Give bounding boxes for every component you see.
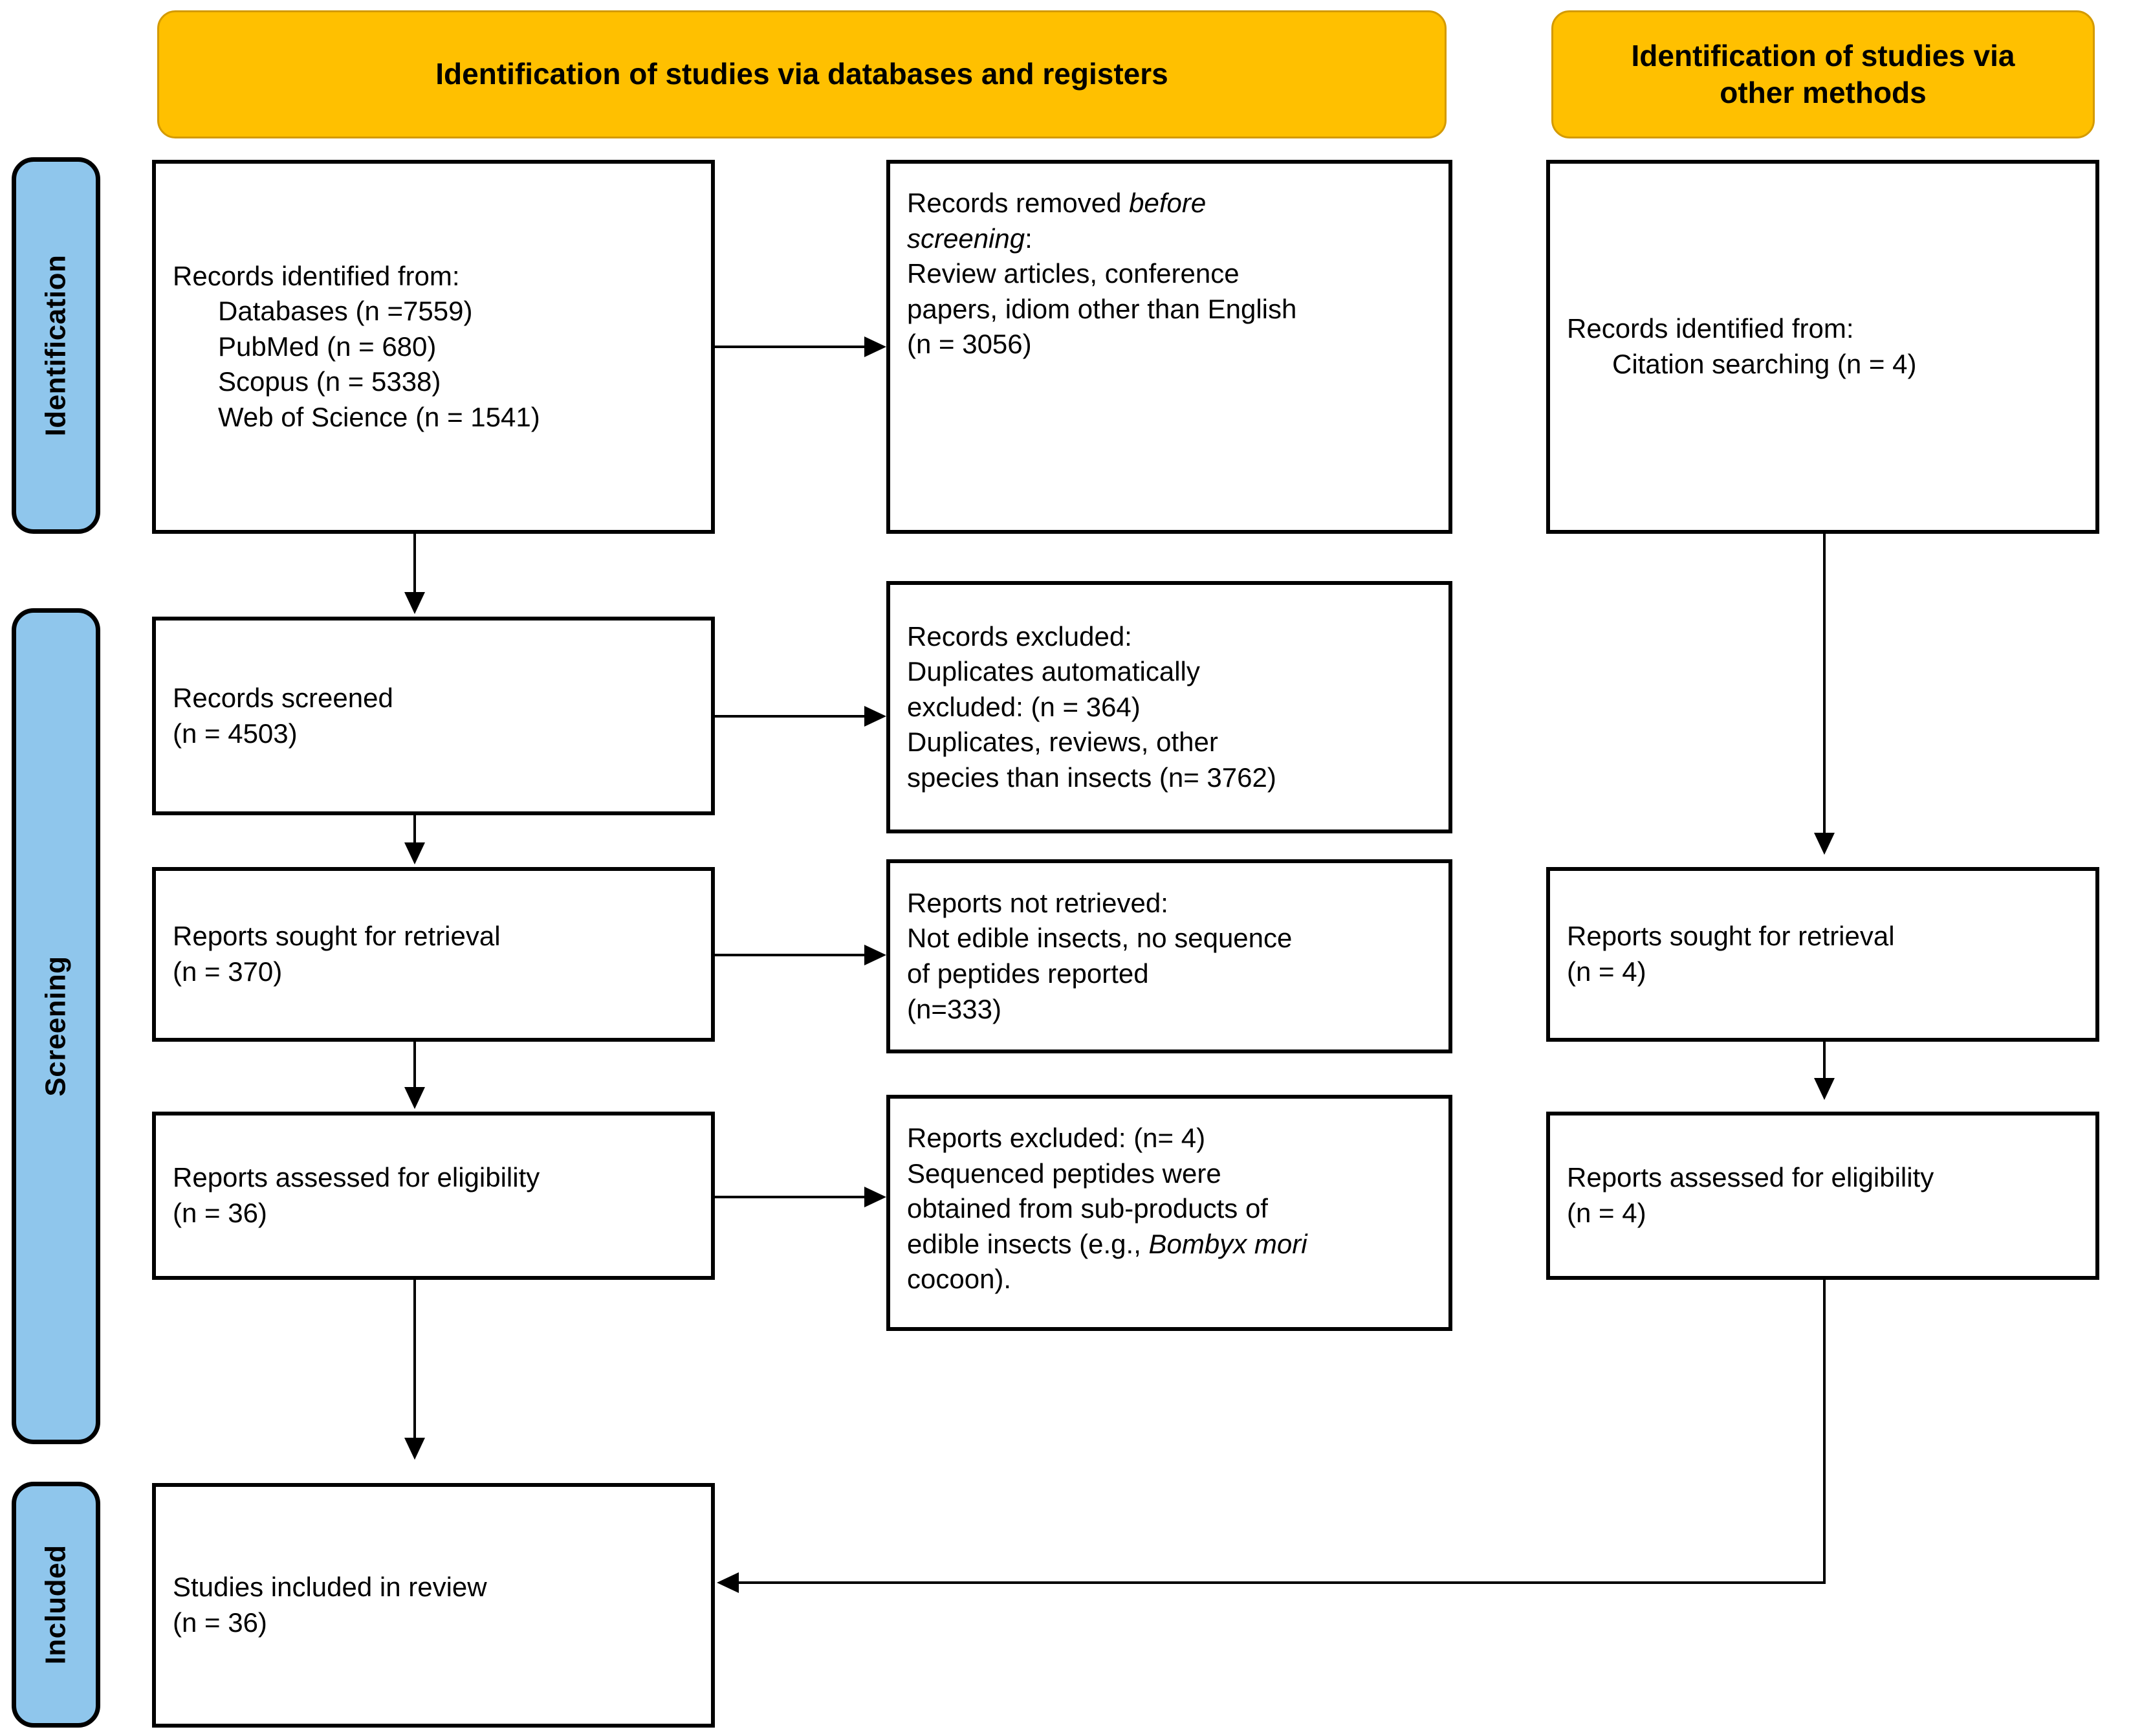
records-removed-line1-prefix: Records removed [907,188,1130,218]
box-records-identified-databases: Records identified from: Databases (n =7… [152,160,715,534]
box-records-identified-other-text: Records identified from: Citation search… [1567,313,1917,379]
box-records-excluded: Records excluded: Duplicates automatical… [886,581,1452,833]
arrowhead-identified-to-screened [404,592,425,614]
reports-excluded-italic-species: Bombyx mori [1148,1228,1307,1259]
reports-excluded-pre: Reports excluded: (n= 4) Sequenced pepti… [907,1123,1268,1259]
stage-label-included: Included [12,1482,100,1728]
connector-other-assessed-down [1823,1280,1826,1583]
box-reports-sought-other-text: Reports sought for retrieval (n = 4) [1567,921,1895,987]
arrowhead-screened-to-excluded [864,706,886,727]
connector-assessed-to-excluded [715,1196,866,1198]
stage-label-identification-text: Identification [39,254,72,437]
arrowhead-other-identified-to-sought [1814,833,1835,855]
arrowhead-identified-to-removed [864,336,886,357]
banner-other-methods: Identification of studies via other meth… [1551,10,2095,138]
connector-identified-to-screened [413,534,416,595]
connector-other-assessed-to-included [739,1581,1826,1584]
box-studies-included-review: Studies included in review (n = 36) [152,1483,715,1728]
arrowhead-assessed-to-included [404,1438,425,1460]
connector-assessed-to-included [413,1280,416,1440]
banner-other-methods-label: Identification of studies via other meth… [1631,38,2015,110]
arrowhead-sought-to-assessed [404,1087,425,1109]
box-reports-not-retrieved: Reports not retrieved: Not edible insect… [886,859,1452,1053]
banner-databases-registers: Identification of studies via databases … [157,10,1447,138]
box-reports-assessed-text: Reports assessed for eligibility (n = 36… [173,1162,540,1228]
records-removed-colon: : [1025,223,1033,254]
stage-label-included-text: Included [39,1544,72,1665]
connector-other-identified-to-sought [1823,534,1826,835]
connector-identified-to-removed [715,346,866,348]
arrowhead-screened-to-sought [404,842,425,864]
box-records-screened-text: Records screened (n = 4503) [173,682,393,749]
stage-label-identification: Identification [12,157,100,534]
box-reports-not-retrieved-text: Reports not retrieved: Not edible insect… [907,887,1293,1024]
stage-label-screening-text: Screening [39,956,72,1097]
records-removed-italic-before: before [1129,188,1207,218]
reports-excluded-post: cocoon). [907,1264,1012,1295]
arrowhead-other-assessed-to-included [717,1572,739,1593]
connector-screened-to-excluded [715,715,866,718]
stage-label-screening: Screening [12,608,100,1444]
records-removed-italic-screening: screening [907,223,1025,254]
box-reports-excluded-text: Reports excluded: (n= 4) Sequenced pepti… [907,1099,1307,1297]
connector-sought-to-assessed [413,1042,416,1090]
box-reports-sought-retrieval: Reports sought for retrieval (n = 370) [152,867,715,1042]
arrowhead-assessed-to-excluded [864,1187,886,1207]
box-records-removed-text: Records removed before screening: Review a… [907,164,1296,362]
arrowhead-other-sought-to-assessed [1814,1078,1835,1100]
arrowhead-sought-to-not-retrieved [864,945,886,965]
box-records-identified-other-methods: Records identified from: Citation search… [1546,160,2099,534]
records-removed-rest: Review articles, conference papers, idio… [907,258,1297,360]
box-records-excluded-text: Records excluded: Duplicates automatical… [907,621,1276,793]
box-records-identified-databases-text: Records identified from: Databases (n =7… [173,260,540,432]
box-reports-sought-text: Reports sought for retrieval (n = 370) [173,921,501,987]
box-records-screened: Records screened (n = 4503) [152,617,715,815]
box-reports-sought-retrieval-other: Reports sought for retrieval (n = 4) [1546,867,2099,1042]
connector-other-sought-to-assessed [1823,1042,1826,1079]
box-studies-included-text: Studies included in review (n = 36) [173,1572,487,1638]
box-reports-assessed-eligibility: Reports assessed for eligibility (n = 36… [152,1112,715,1280]
banner-databases-label: Identification of studies via databases … [435,57,1168,91]
connector-screened-to-sought [413,815,416,845]
box-records-removed-before-screening: Records removed before screening: Review a… [886,160,1452,534]
box-reports-assessed-eligibility-other: Reports assessed for eligibility (n = 4) [1546,1112,2099,1280]
connector-sought-to-not-retrieved [715,954,866,956]
box-reports-assessed-other-text: Reports assessed for eligibility (n = 4) [1567,1162,1934,1228]
box-reports-excluded: Reports excluded: (n= 4) Sequenced pepti… [886,1095,1452,1331]
